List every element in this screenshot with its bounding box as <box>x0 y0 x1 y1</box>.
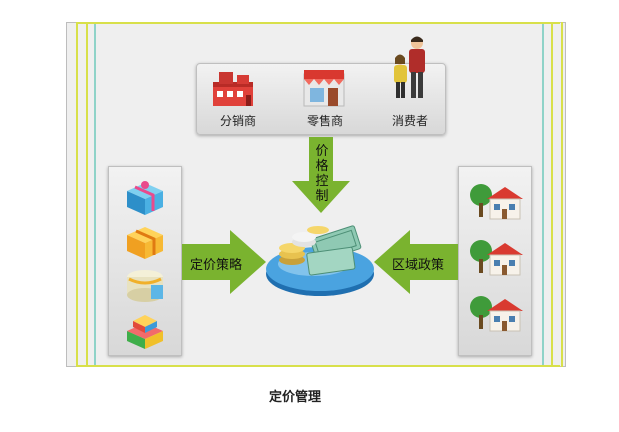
down-arrow <box>292 137 350 213</box>
left-pointing-arrow <box>374 230 458 294</box>
top-arrow-char: 格 <box>315 159 329 174</box>
frame-line <box>76 22 78 367</box>
left-arrow-label: 定价策略 <box>190 258 243 273</box>
top-item-retailer: 零售商 <box>306 114 343 128</box>
top-arrow-char: 控 <box>315 174 329 189</box>
right-panel <box>458 166 532 356</box>
frame-line <box>551 22 553 367</box>
right-arrow-label: 区域政策 <box>392 258 445 273</box>
top-arrow-label: 价 格 控 制 <box>315 144 329 204</box>
top-arrow-char: 制 <box>315 189 329 204</box>
frame-line <box>76 22 560 24</box>
blue-gift-icon <box>127 181 163 215</box>
gift-tin-icon <box>127 270 163 302</box>
top-item-distributor: 分销商 <box>219 114 256 128</box>
top-item-consumer: 消费者 <box>391 114 428 128</box>
right-pointing-arrow <box>182 230 266 294</box>
distributor-building-icon <box>213 72 253 106</box>
diagram-caption: 定价管理 <box>268 390 321 405</box>
retail-store-icon <box>303 70 345 107</box>
frame-line <box>76 365 560 367</box>
consumers-icon <box>394 36 425 98</box>
house-icon <box>470 184 523 220</box>
house-icon <box>470 240 523 276</box>
money-center-icon <box>266 225 374 296</box>
left-panel <box>108 166 182 356</box>
house-icon <box>470 296 523 332</box>
frame-line <box>561 22 563 367</box>
top-arrow-char: 价 <box>315 144 329 159</box>
frame-line <box>86 22 88 367</box>
stacked-gifts-icon <box>127 315 163 349</box>
frame-line <box>94 22 96 367</box>
orange-gift-icon <box>127 227 163 259</box>
frame-line <box>542 22 544 367</box>
top-panel: 分销商 零售商 消费者 <box>196 36 446 135</box>
